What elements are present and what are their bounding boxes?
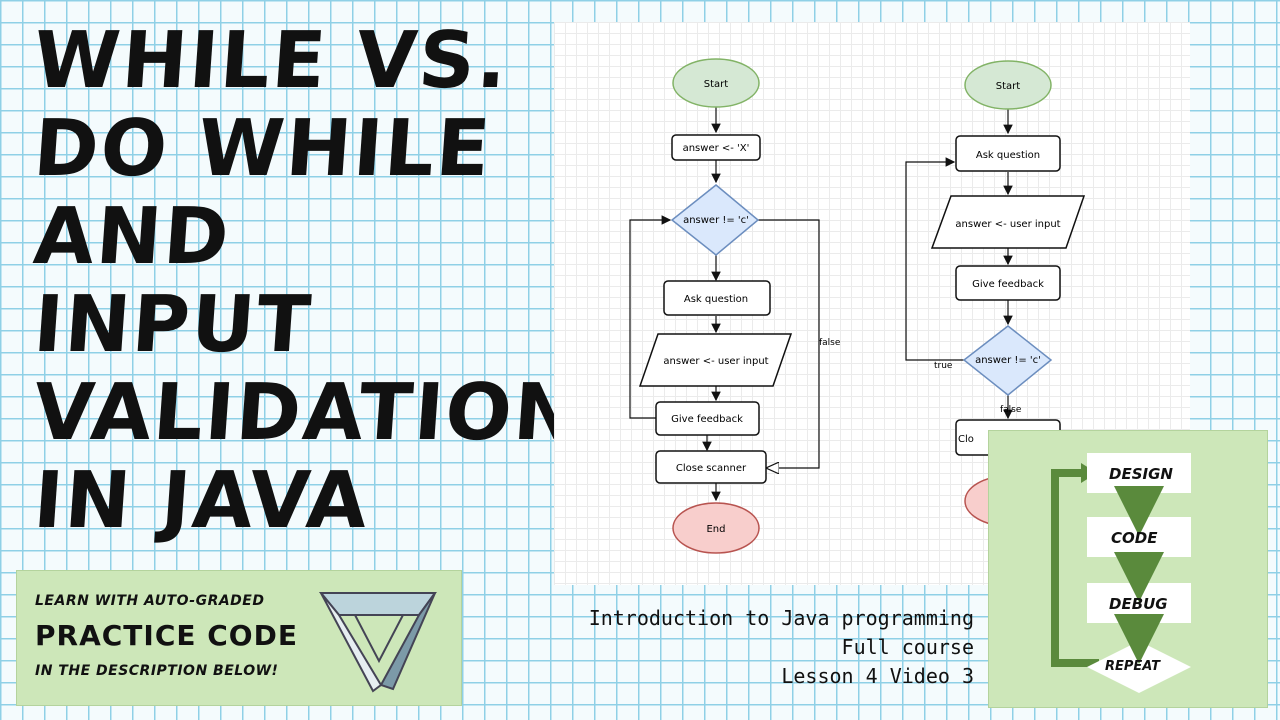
dowhile-true-loop-arrow [905, 157, 964, 361]
while-feedback-label: Give feedback [671, 414, 743, 425]
sdlc-design-label: Design [1109, 465, 1173, 483]
while-end-label: End [706, 524, 725, 535]
while-start-terminal [672, 58, 760, 108]
dowhile-true-label: true [934, 361, 953, 371]
sdlc-repeat-diamond [1087, 641, 1191, 693]
sdlc-debug-label: Debug [1109, 595, 1168, 613]
promo-line-2: Practice Code [35, 619, 298, 652]
dowhile-start-terminal [964, 60, 1052, 110]
promo-line-1: Learn with auto-graded [35, 593, 265, 609]
dowhile-input-label: answer <- user input [955, 219, 1060, 230]
dowhile-feedback-label: Give feedback [972, 279, 1044, 290]
title-line-5: Validation [30, 368, 585, 458]
title-line-4: Input [30, 280, 316, 370]
while-false-arrow [758, 219, 820, 468]
title-line-6: in Java [30, 456, 373, 546]
sdlc-loop-line [1051, 469, 1099, 667]
sdlc-repeat-label: Repeat [1105, 659, 1160, 674]
while-loop-back-arrow [629, 215, 672, 419]
sdlc-code-label: Code [1111, 529, 1158, 547]
dowhile-condition-label: answer != 'c' [975, 355, 1041, 366]
while-end-terminal [672, 502, 760, 554]
while-init-label: answer <- 'X' [683, 143, 750, 154]
dowhile-start-label: Start [996, 81, 1021, 92]
dowhile-condition-decision [962, 325, 1053, 396]
while-condition-label: answer != 'c' [683, 215, 749, 226]
title-line-1: While vs. [30, 16, 512, 106]
promo-line-3: in the description below! [35, 663, 279, 679]
while-ask-label: Ask question [684, 294, 748, 305]
dowhile-feedback-process [955, 265, 1061, 301]
design-code-debug-badge: Design Code Debug Repeat [988, 430, 1268, 708]
dowhile-ask-label: Ask question [976, 150, 1040, 161]
while-init-process [671, 134, 761, 161]
dowhile-input-io [930, 195, 1086, 249]
dowhile-false-label: false [1000, 405, 1022, 415]
course-title: Introduction to Java programming [588, 606, 974, 630]
title-line-2: Do While [30, 104, 495, 194]
dowhile-ask-process [955, 135, 1061, 172]
sdlc-diagram [1051, 453, 1191, 693]
while-input-label: answer <- user input [663, 356, 768, 367]
title-line-3: and [30, 192, 234, 282]
while-close-process [655, 450, 767, 484]
impossible-triangle-logo [318, 592, 437, 693]
while-start-label: Start [704, 79, 729, 90]
while-false-label: false [819, 338, 841, 348]
course-subtitle: Full course [841, 635, 974, 659]
while-condition-decision [670, 184, 760, 256]
practice-code-badge: Learn with auto-graded Practice Code in … [16, 570, 462, 706]
while-flowchart: Start answer <- 'X' answer != 'c' Ask qu… [629, 58, 841, 554]
while-input-io [638, 333, 793, 387]
course-lesson: Lesson 4 Video 3 [781, 664, 974, 688]
while-close-label: Close scanner [676, 463, 747, 474]
dowhile-close-label: Clo [958, 434, 974, 445]
while-ask-process [663, 280, 771, 316]
